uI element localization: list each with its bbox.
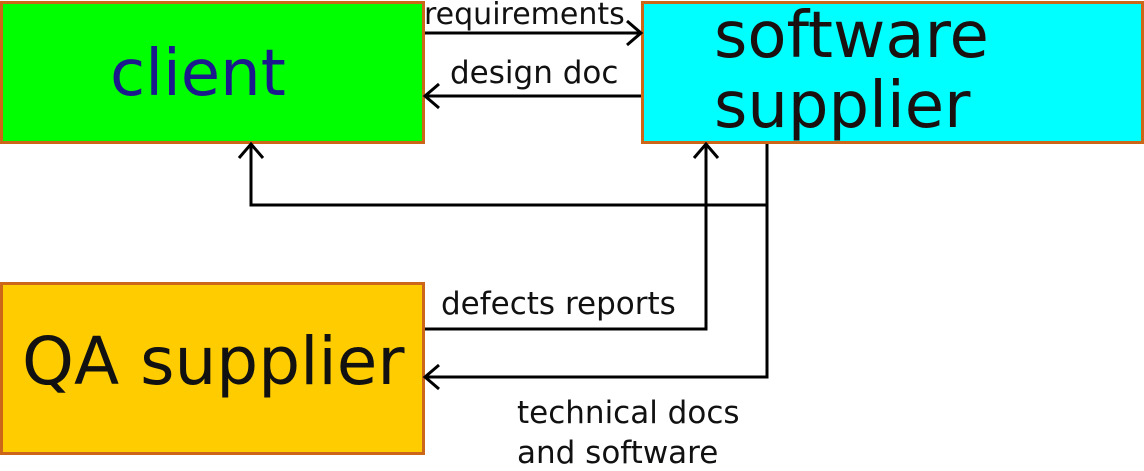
software-to-client-arrow-line — [249, 144, 769, 207]
software-supplier-label-line2: supplier — [714, 69, 971, 143]
requirements-arrowhead — [626, 19, 644, 47]
technical-docs-label-line1: technical docs — [517, 395, 740, 431]
design-doc-arrowhead — [422, 82, 440, 110]
qa-supplier-label: QA supplier — [22, 323, 405, 400]
client-node: client — [0, 1, 425, 144]
software-to-client-arrowhead — [237, 141, 265, 159]
technical-docs-arrowhead — [422, 363, 440, 391]
requirements-label: requirements — [424, 0, 625, 32]
software-supplier-node: software supplier — [641, 1, 1144, 144]
client-label: client — [110, 37, 286, 111]
qa-supplier-node: QA supplier — [0, 282, 425, 455]
technical-docs-label-line2: and software — [517, 435, 719, 471]
software-supplier-label-line1: software — [714, 0, 989, 73]
design-doc-label: design doc — [450, 55, 619, 91]
defects-reports-arrowhead — [692, 141, 720, 159]
defects-reports-arrow-line — [425, 144, 708, 331]
technical-docs-arrow-line — [425, 205, 769, 379]
defects-reports-label: defects reports — [441, 286, 676, 322]
